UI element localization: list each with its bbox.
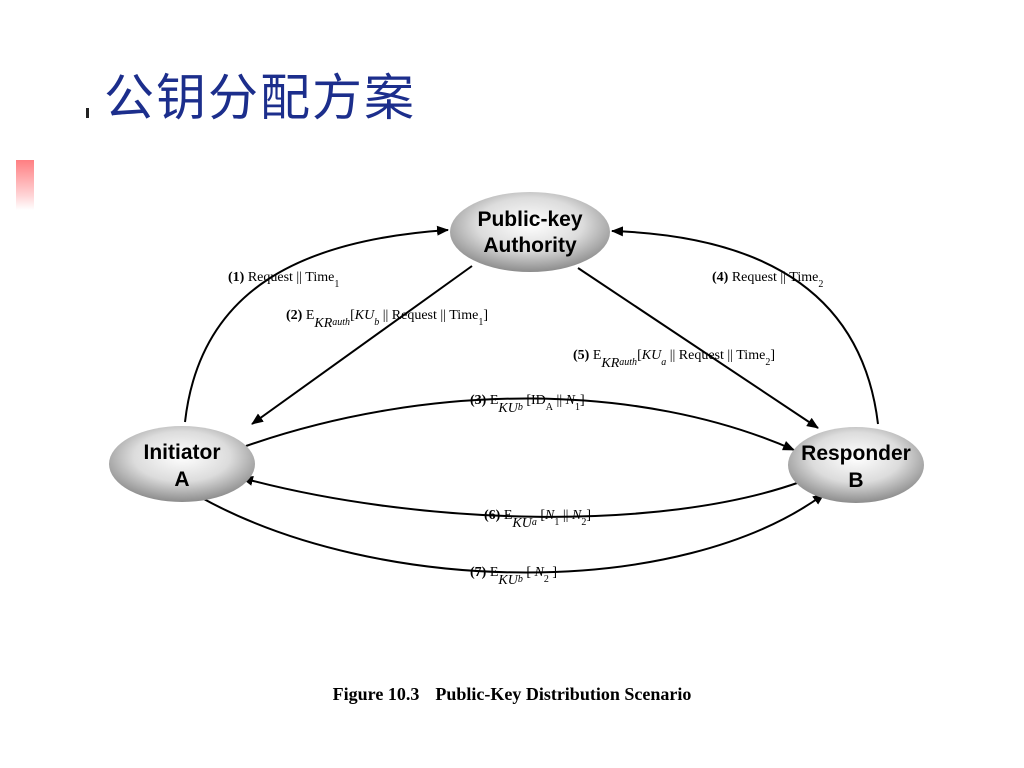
arrow-6-responder-to-initiator xyxy=(241,476,801,518)
figure-caption: Figure 10.3 Public-Key Distribution Scena… xyxy=(0,684,1024,705)
initiator-label-line1: Initiator xyxy=(144,441,221,464)
message-4-label: (4) Request || Time2 xyxy=(712,270,823,290)
node-initiator-a: Initiator A xyxy=(109,426,255,502)
message-5-label: (5) EKRauth[KUa || Request || Time2] xyxy=(573,348,775,371)
message-2-label: (2) EKRauth[KUb || Request || Time1] xyxy=(286,308,488,331)
responder-label-line2: B xyxy=(848,469,863,492)
figure-number: Figure 10.3 xyxy=(332,684,420,704)
responder-label-line1: Responder xyxy=(801,442,911,465)
node-public-key-authority: Public-key Authority xyxy=(450,192,610,272)
arrow-2-authority-to-initiator xyxy=(251,265,473,425)
message-6-label: (6) EKUa [N1 || N2] xyxy=(484,508,591,531)
title-bullet-mark xyxy=(86,108,89,118)
slide-title: 公钥分配方案 xyxy=(104,69,416,127)
figure-caption-text: Public-Key Distribution Scenario xyxy=(435,684,692,704)
authority-label-line1: Public-key xyxy=(477,208,582,231)
node-responder-b: Responder B xyxy=(788,427,924,503)
arrow-5-authority-to-responder xyxy=(577,267,819,429)
message-7-label: (7) EKUb [ N2 ] xyxy=(470,565,557,588)
initiator-label-line2: A xyxy=(174,468,189,491)
message-1-label: (1) Request || Time1 xyxy=(228,270,339,290)
message-3-label: (3) EKUb [IDA || N1] xyxy=(470,393,585,416)
accent-bar xyxy=(16,160,34,210)
authority-label-line2: Authority xyxy=(483,234,577,257)
arrow-4-responder-to-authority xyxy=(611,226,879,425)
arrow-3-initiator-to-responder xyxy=(245,397,795,451)
arrows xyxy=(184,225,879,574)
arrow-1-initiator-to-authority xyxy=(184,225,449,423)
arrow-7-initiator-to-responder xyxy=(201,493,825,574)
